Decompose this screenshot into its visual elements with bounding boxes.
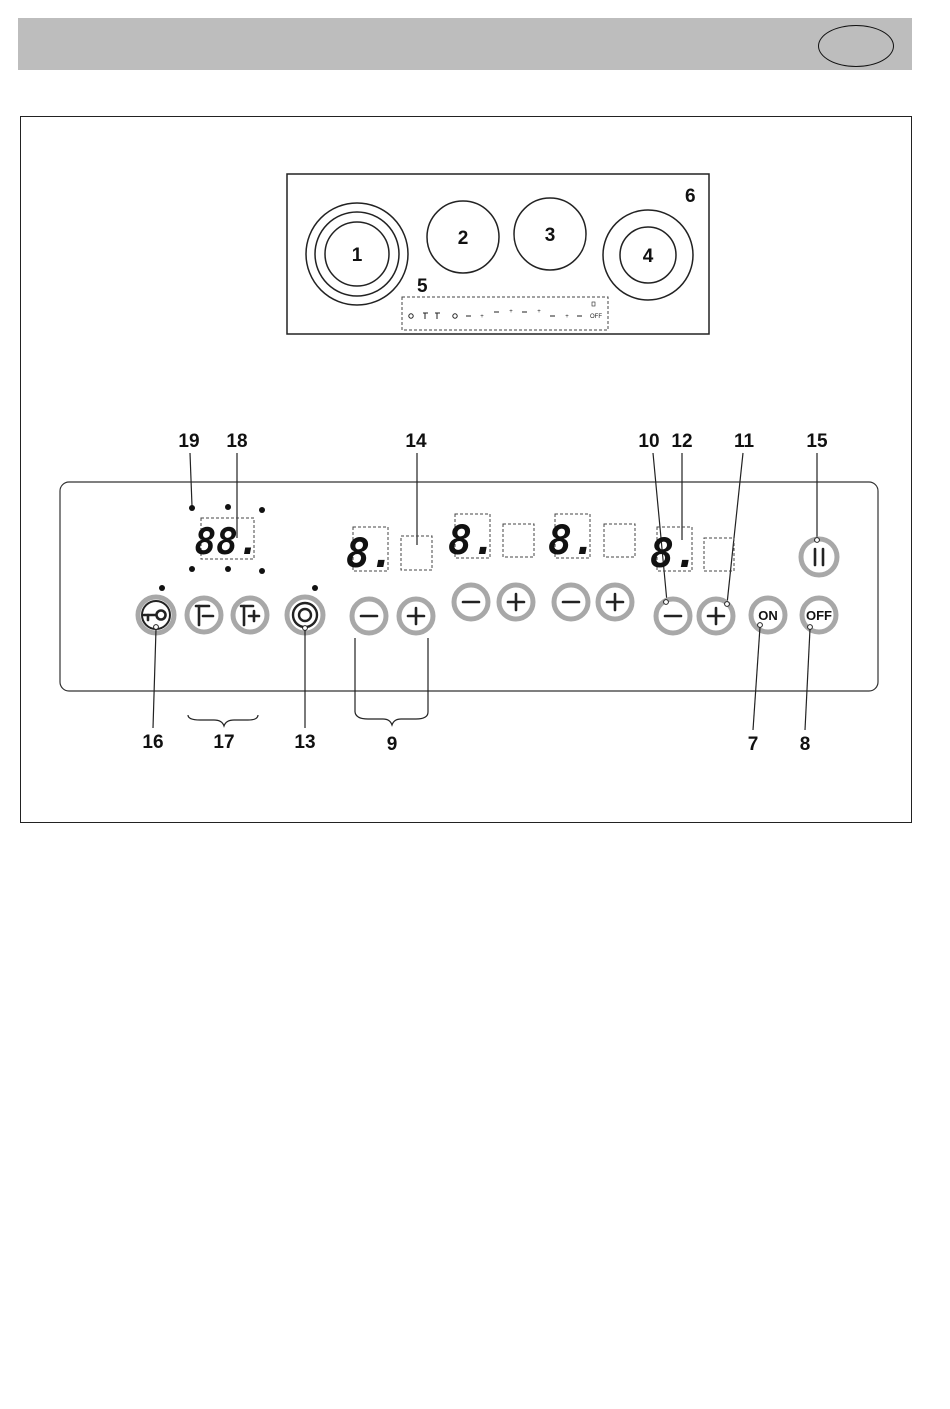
off-button[interactable]: OFF [802,598,836,632]
on-button-label: ON [758,608,778,623]
keep-warm-indicator-dot [312,585,318,591]
zone-3-minus-button[interactable] [554,585,588,619]
callout-9: 9 [387,734,398,755]
zone-4-label: 4 [643,246,654,267]
zone-1-minus-button[interactable] [352,599,386,633]
callout-14: 14 [405,431,427,452]
timer-indicator-dot [225,504,231,510]
callout-controls-label: 5 [417,276,428,297]
indicator-19 [189,505,195,511]
zone-2-minus-button[interactable] [454,585,488,619]
timer-minus-button[interactable] [187,598,221,632]
callout-18: 18 [226,431,247,452]
mini-plus-3: + [537,309,541,315]
callout-15: 15 [806,431,828,452]
timer-display: 88. [194,518,259,563]
on-button[interactable]: ON [751,598,785,632]
zone-1-plus-button[interactable] [399,599,433,633]
brace-17 [188,715,258,726]
zone-3-plus-button[interactable] [598,585,632,619]
callout-11: 11 [734,431,755,452]
zone-3-digit: 8. [548,518,596,564]
zone-3-label: 3 [545,225,556,246]
callout-10: 10 [638,431,659,452]
mini-plus-4: + [565,314,569,320]
callout-17: 17 [213,732,234,753]
off-button-label: OFF [806,608,832,623]
zone-1-label: 1 [352,245,363,266]
callout-16: 16 [142,732,163,753]
zone-2-plus-button[interactable] [499,585,533,619]
brace-9 [355,712,428,725]
lock-indicator-dot [159,585,165,591]
pause-button[interactable] [801,539,837,575]
key-icon [157,611,166,620]
callout-7: 7 [748,734,759,755]
zone-2-label: 2 [458,228,469,249]
zone-2-digit: 8. [448,518,496,564]
callout-13: 13 [294,732,315,753]
zone-4-digit: 8. [650,531,698,577]
zone-1-digit: 8. [346,531,394,577]
timer-indicator-dot [259,507,265,513]
callout-hob-label: 6 [685,186,696,207]
callout-19: 19 [178,431,199,452]
timer-plus-button[interactable] [233,598,267,632]
callout-12: 12 [671,431,692,452]
timer-indicator-dot [189,566,195,572]
mini-plus-2: + [509,309,513,315]
zone-4-minus-button[interactable] [656,599,690,633]
mini-off: OFF [590,314,602,320]
callout-8: 8 [800,734,811,755]
timer-indicator-dot [259,568,265,574]
timer-indicator-dot [225,566,231,572]
timer-digits: 88. [194,522,259,563]
mini-plus-1: + [480,314,484,320]
